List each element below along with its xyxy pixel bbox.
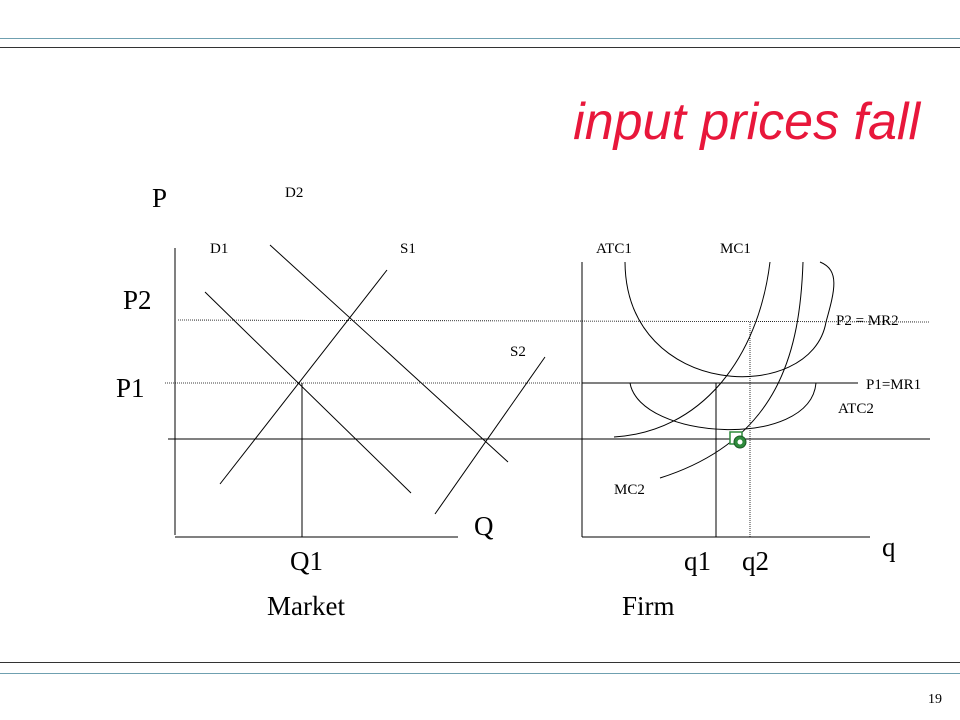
p2-price-line — [177, 319, 931, 323]
slide-title: input prices fall — [573, 93, 920, 151]
mc1-label: MC1 — [720, 241, 751, 257]
mc1-curve — [613, 261, 771, 438]
d1-label: D1 — [210, 241, 228, 257]
s2-curve — [434, 356, 546, 515]
mc2-label: MC2 — [614, 482, 645, 498]
s2-label: S2 — [510, 344, 526, 360]
bottom-rule-teal — [0, 673, 960, 674]
market-panel-label: Market — [267, 591, 345, 621]
s1-label: S1 — [400, 241, 416, 257]
atc1-label: ATC1 — [596, 241, 632, 257]
mc2-curve — [659, 261, 804, 479]
bottom-rule-dark — [0, 662, 960, 663]
top-rule-teal — [0, 38, 960, 39]
market-panel: P D2 D1 S1 S2 P2 P1 Q Q1 Market — [116, 183, 931, 621]
mr1-label: P1=MR1 — [866, 377, 921, 393]
q2-firm-label: q2 — [742, 546, 769, 576]
firm-x-axis-label: q — [882, 532, 896, 562]
d2-label: D2 — [285, 185, 303, 201]
atc1-upper-curve — [819, 261, 835, 323]
atc2-label: ATC2 — [838, 401, 874, 417]
d2-curve — [269, 244, 509, 463]
top-rule-dark — [0, 47, 960, 48]
atc1-curve — [624, 261, 827, 378]
market-x-axis-label: Q — [474, 511, 494, 541]
p1-label: P1 — [116, 373, 145, 403]
p2-label: P2 — [123, 285, 152, 315]
q1-firm-label: q1 — [684, 546, 711, 576]
q1-label: Q1 — [290, 546, 323, 576]
d1-curve — [204, 291, 412, 494]
page-number: 19 — [928, 692, 942, 707]
s1-curve — [219, 269, 388, 485]
market-y-axis-label: P — [152, 183, 167, 213]
green-move-cursor-icon — [729, 431, 747, 449]
mr2-label: P2 = MR2 — [836, 313, 899, 329]
firm-panel: ATC1 MC1 P2 = MR2 P1=MR1 ATC2 MC2 q q1 q… — [581, 241, 921, 621]
atc2-curve — [629, 382, 817, 430]
firm-panel-label: Firm — [622, 591, 675, 621]
